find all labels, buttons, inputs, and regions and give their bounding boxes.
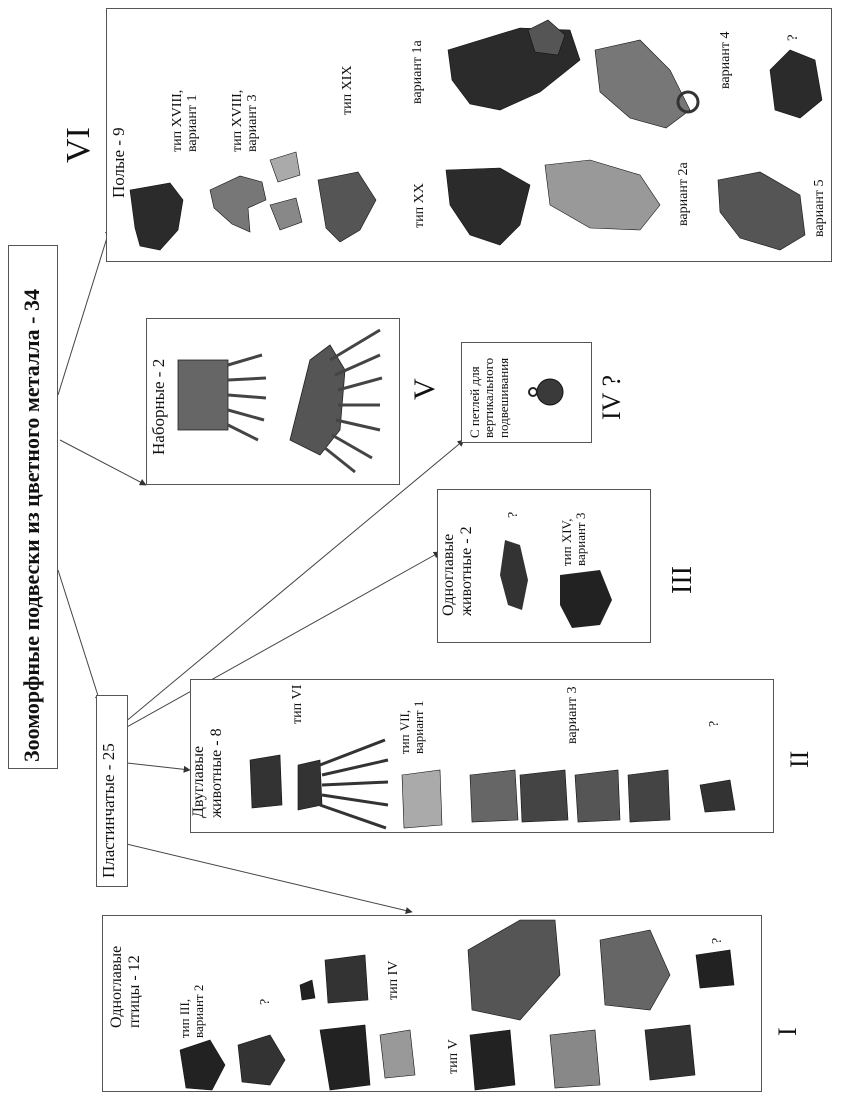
pendant-v3-a <box>469 769 519 823</box>
pendant-bird-wide <box>599 929 671 1011</box>
pendant-v4 <box>769 49 823 119</box>
pendant-set-1 <box>177 359 229 431</box>
arrow-root-to-hollow <box>57 227 112 396</box>
pendant-t3v2 <box>179 1039 226 1091</box>
pendant-set-1-chains <box>227 353 267 442</box>
pendant-v3-c <box>574 769 621 823</box>
group-loop-box <box>461 342 592 443</box>
arrow-plate-to-loop <box>117 439 465 729</box>
arrow-root-to-plate <box>57 569 102 703</box>
pendant-t19 <box>317 171 377 243</box>
pendant-bull <box>129 182 184 251</box>
pendant-t18v1-tail <box>269 151 301 183</box>
pendant-t18v1 <box>209 175 267 233</box>
group-plate-box <box>96 695 128 887</box>
pendant-small <box>299 979 316 1001</box>
pendant-birds-q2 <box>695 949 735 989</box>
pendant-set-2-chains <box>324 328 383 474</box>
pendant-v3-b <box>519 769 569 823</box>
pendant-bird-round <box>644 1024 696 1081</box>
pendant-loop-eye <box>528 387 538 397</box>
arrow-plate-to-twohead <box>117 761 191 773</box>
pendant-v1a-left <box>527 19 566 56</box>
pendant-large <box>467 919 561 1021</box>
pendant-t6-chains <box>319 738 389 830</box>
pendant-onehead-2 <box>560 570 612 628</box>
pendant-ring <box>676 90 700 114</box>
pendant-v5 <box>717 171 806 251</box>
pendant-t5 <box>469 1029 516 1091</box>
pendant-t4-b <box>319 1024 371 1091</box>
pendant-bird-light <box>549 1029 601 1089</box>
pendant-v2a <box>544 159 661 231</box>
pendant-t18v3 <box>269 197 303 231</box>
arrow-root-to-set <box>59 439 147 486</box>
pendant-twohead-1 <box>249 754 283 809</box>
pendant-t20 <box>445 167 531 246</box>
arrow-plate-to-onehead <box>117 551 441 733</box>
group-onehead-box <box>437 489 651 643</box>
pendant-t4-c <box>379 1029 416 1079</box>
pendant-ring-bird <box>594 39 691 129</box>
arrow-plate-to-birds <box>117 841 413 914</box>
pendant-birds-q <box>237 1034 286 1086</box>
root-title-box <box>8 245 58 769</box>
pendant-t7v1 <box>401 769 443 829</box>
pendant-t4-a <box>324 954 369 1004</box>
pendant-twohead-q <box>699 779 736 813</box>
pendant-onehead-1 <box>500 540 528 610</box>
pendant-v3-d <box>627 769 671 823</box>
